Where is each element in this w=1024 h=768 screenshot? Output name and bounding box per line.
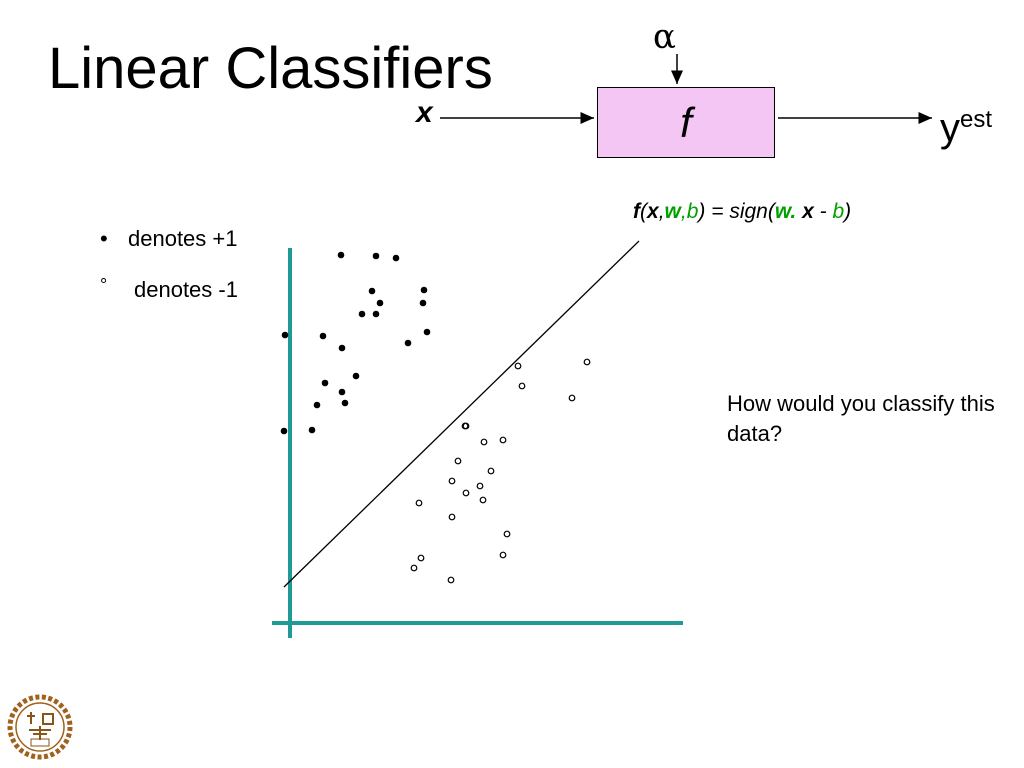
positive-point [338, 344, 346, 352]
classifier-formula: f(x,w,b) = sign(w. x - b) [633, 201, 851, 222]
positive-point [358, 310, 366, 318]
positive-point [423, 328, 431, 336]
negative-point [462, 489, 470, 497]
positive-point [419, 299, 427, 307]
negative-point [479, 496, 487, 504]
question-text: How would you classify this data? [727, 391, 995, 446]
data-points [280, 251, 591, 584]
formula-w: w [664, 200, 681, 223]
positive-point [368, 287, 376, 295]
formula-x: x [647, 200, 659, 223]
formula-f: f [633, 200, 640, 223]
negative-point [454, 457, 462, 465]
positive-point [319, 332, 327, 340]
positive-point [281, 331, 289, 339]
negative-point [448, 513, 456, 521]
legend-positive: • denotes +1 [100, 228, 237, 250]
positive-point [404, 339, 412, 347]
formula-minus: - [813, 200, 833, 223]
positive-point [313, 401, 321, 409]
negative-point [499, 436, 507, 444]
positive-point [352, 372, 360, 380]
formula-sign: ) = sign( [698, 200, 775, 223]
positive-point [420, 286, 428, 294]
negative-point [514, 362, 522, 370]
input-x-label: x [416, 96, 433, 129]
decision-boundary-line [283, 240, 640, 588]
output-superscript: est [960, 106, 993, 133]
alpha-symbol: α [653, 17, 676, 57]
positive-point [321, 379, 329, 387]
function-box: f [597, 87, 775, 158]
negative-point [447, 576, 455, 584]
formula-comma2: , [680, 200, 687, 223]
negative-point [415, 499, 423, 507]
formula-open: ( [640, 200, 647, 223]
legend-positive-label: denotes +1 [128, 226, 238, 251]
slide-title: Linear Classifiers [48, 36, 493, 101]
formula-comma: , [658, 200, 665, 223]
university-seal-logo [7, 694, 73, 760]
negative-point [417, 554, 425, 562]
negative-point [503, 530, 511, 538]
positive-point [280, 427, 288, 435]
formula-b2: b [832, 200, 845, 223]
open-circle-icon: ° [100, 275, 108, 295]
negative-point [480, 438, 488, 446]
output-y: y [940, 106, 960, 150]
negative-point [518, 382, 526, 390]
formula-x2: x [802, 200, 814, 223]
function-label: f [680, 98, 692, 146]
positive-point [372, 310, 380, 318]
negative-point [410, 564, 418, 572]
legend-negative-label: denotes -1 [134, 277, 238, 302]
negative-point [499, 551, 507, 559]
formula-close: ) [844, 200, 852, 223]
formula-b: b [686, 200, 699, 223]
legend-negative: ° denotes -1 [100, 275, 238, 302]
positive-point [337, 251, 345, 259]
positive-point [341, 399, 349, 407]
positive-point [372, 252, 380, 260]
output-label: yest [940, 106, 993, 150]
positive-point [376, 299, 384, 307]
positive-point [392, 254, 400, 262]
negative-point [462, 422, 470, 430]
positive-point [308, 426, 316, 434]
filled-dot-icon: • [100, 226, 108, 251]
negative-point [476, 482, 484, 490]
negative-point [568, 394, 576, 402]
formula-w2: w. [774, 200, 797, 223]
negative-point [487, 467, 495, 475]
positive-point [338, 388, 346, 396]
negative-point [583, 358, 591, 366]
negative-point [448, 477, 456, 485]
